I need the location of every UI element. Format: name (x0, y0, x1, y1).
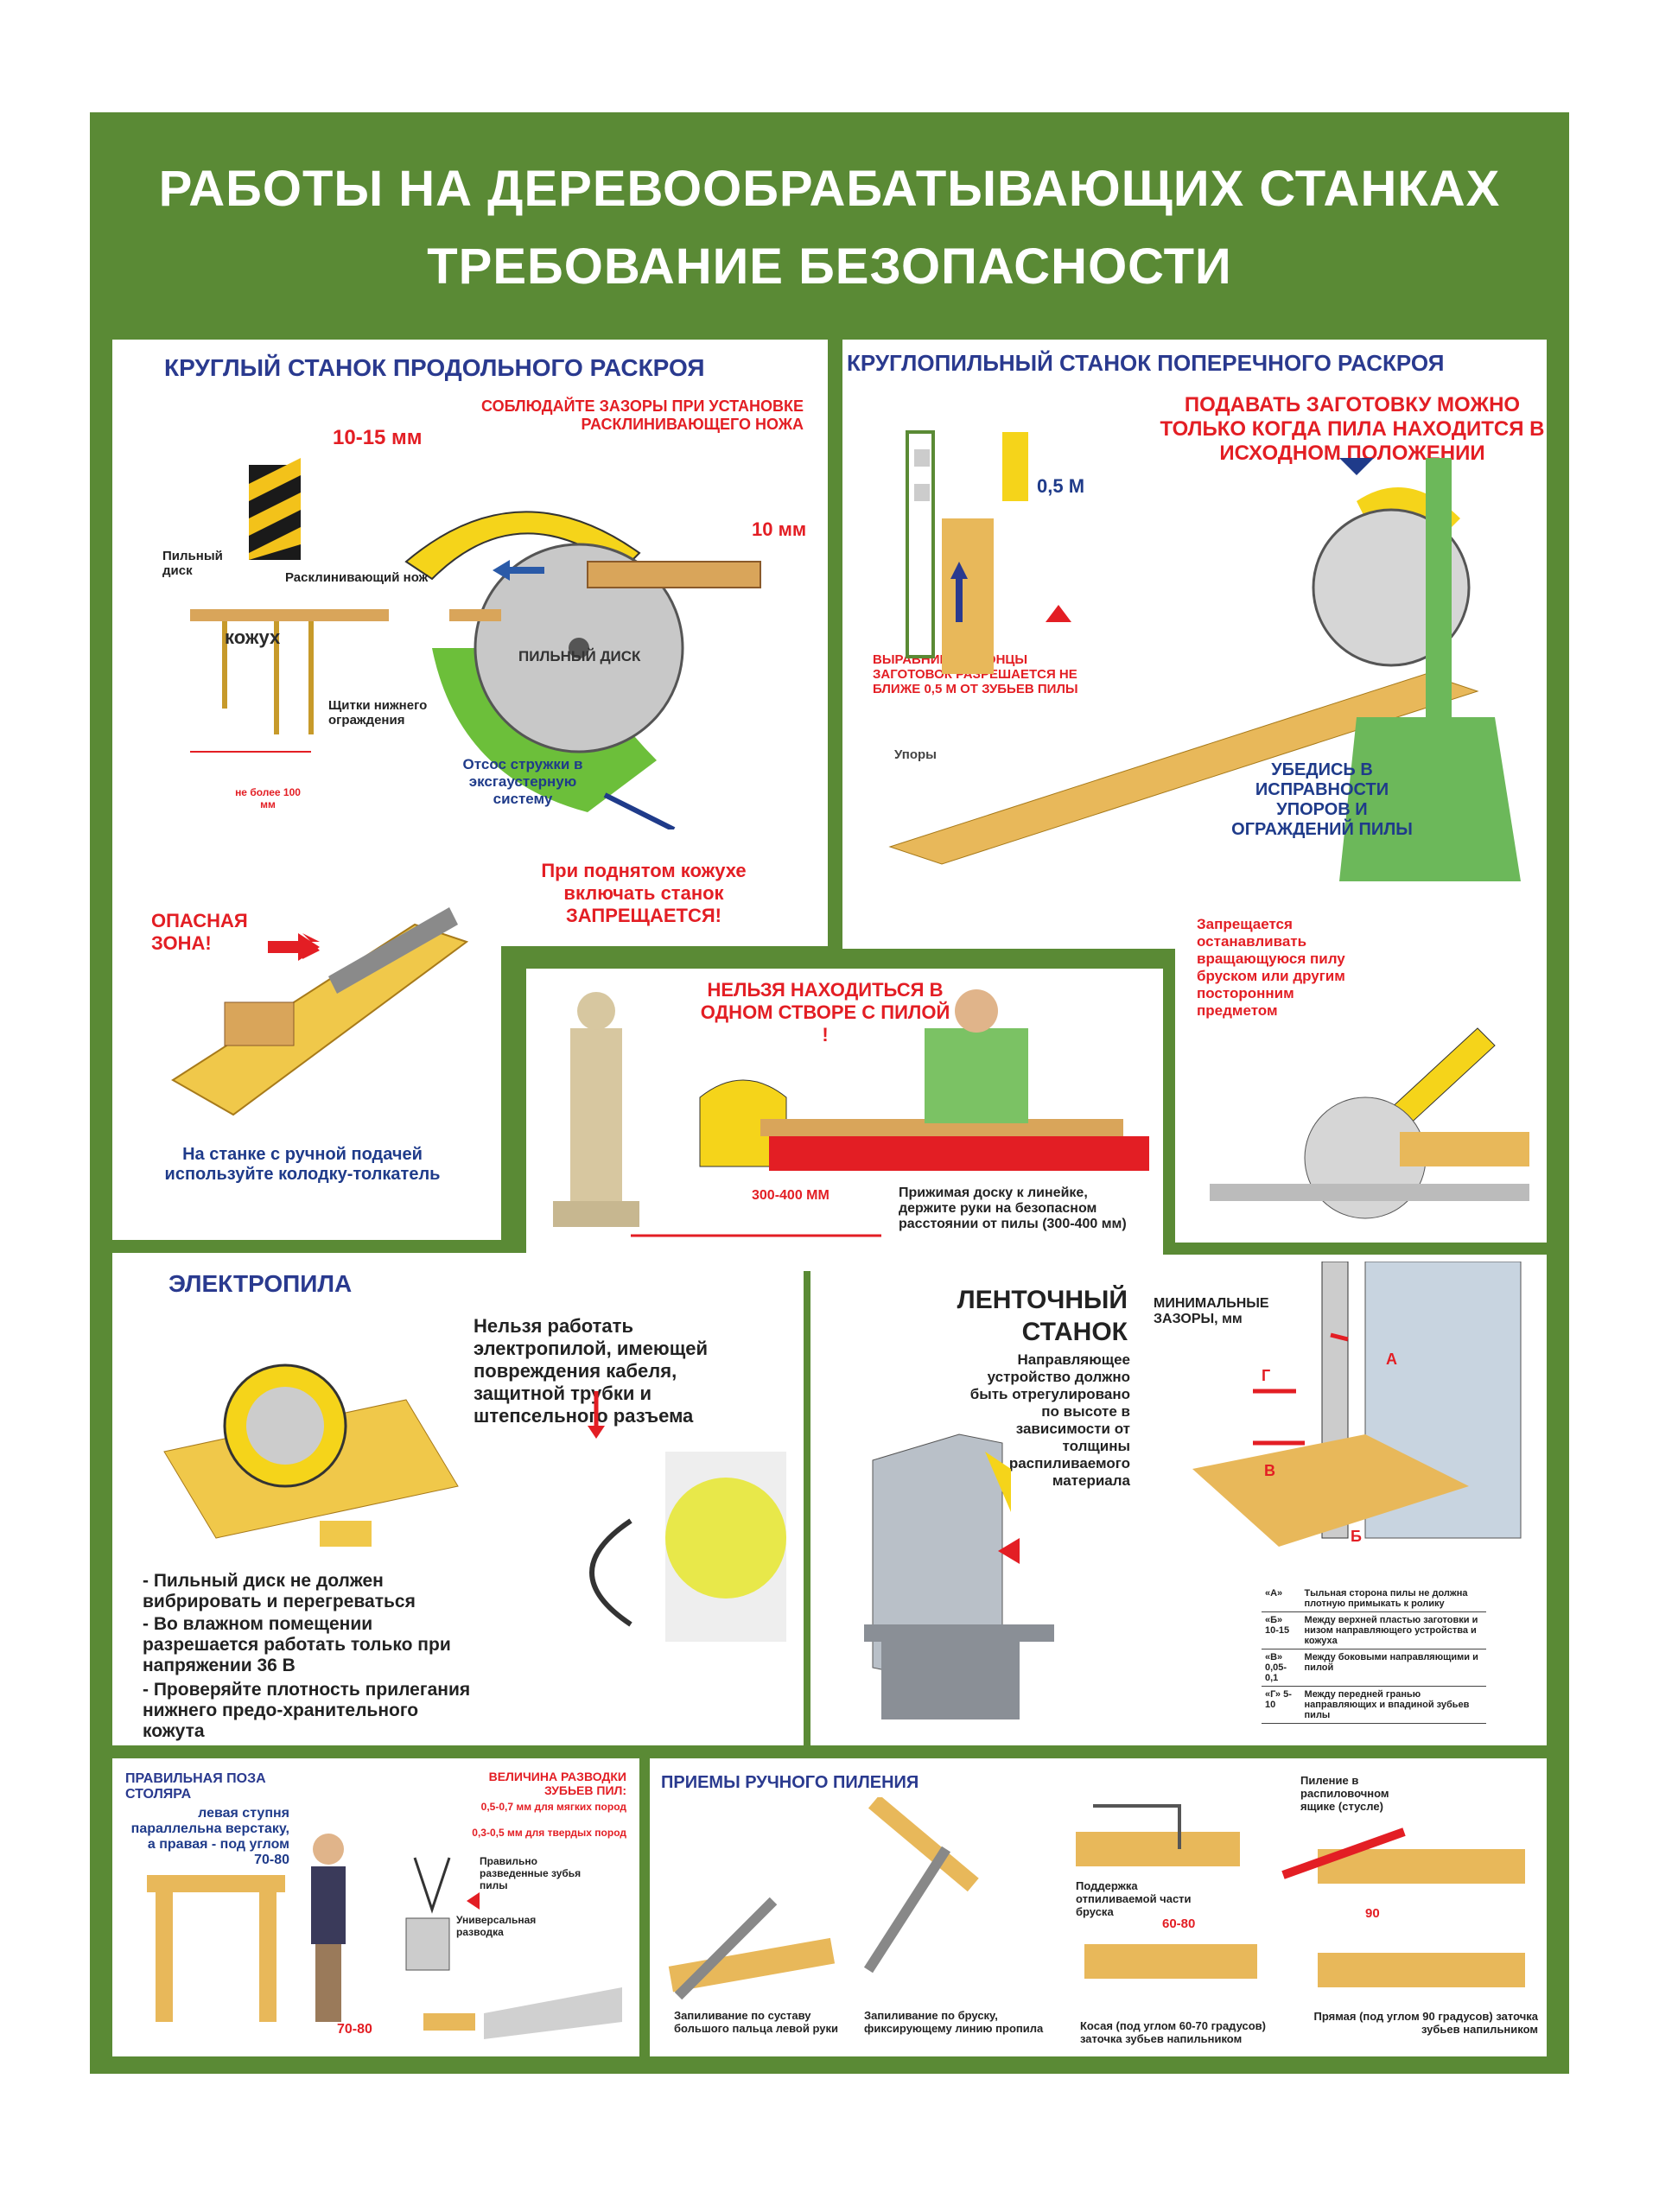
cross-saw-title: КРУГЛОПИЛЬНЫЙ СТАНОК ПОПЕРЕЧНОГО РАСКРОЯ (847, 350, 1445, 376)
pose-desc: левая ступня параллельна верстаку, а пра… (130, 1806, 289, 1867)
setting-hard: 0,3-0,5 мм для твердых пород (472, 1827, 626, 1839)
electric-saw-illustration (163, 1363, 786, 1642)
electric-saw-rule1: - Пильный диск не должен вибрировать и п… (143, 1571, 416, 1611)
legend-key: «В» 0,05-0,1 (1262, 1649, 1301, 1687)
label-exhaust: Отсос стружки в эксгаустерную систему (462, 756, 583, 807)
hand-sawing-illustration (668, 1797, 1525, 2000)
legend-text: Между передней гранью направляющих и впа… (1300, 1686, 1486, 1724)
kozhukh-label: кожух (225, 626, 281, 648)
pusher-note: На станке с ручной подачей используйте к… (164, 1145, 441, 1184)
band-saw-min-gaps: МИНИМАЛЬНЫЕ ЗАЗОРЫ, мм (1154, 1296, 1269, 1326)
cross-saw-feed-note: ПОДАВАТЬ ЗАГОТОВКУ МОЖНО ТОЛЬКО КОГДА ПИ… (1160, 393, 1545, 465)
label-max-100: не более 100 мм (235, 786, 301, 810)
legend-key: «Г» 5-10 (1262, 1686, 1301, 1724)
rip-saw-gap-note: СОБЛЮДАЙТЕ ЗАЗОРЫ ПРИ УСТАНОВКЕ РАСКЛИНИ… (481, 397, 804, 433)
panel-hand-sawing (650, 1758, 1547, 2056)
label-riving-knife: Расклинивающий нож (285, 570, 429, 585)
gap-b: Б (1351, 1528, 1362, 1545)
caption-3-top: Поддержка отпиливаемой части бруска (1076, 1879, 1192, 1918)
cross-saw-illustration (888, 430, 1521, 881)
gap-a: А (1386, 1351, 1397, 1368)
cross-saw-dim: 0,5 М (1037, 475, 1085, 497)
label-stops: Упоры (894, 747, 937, 762)
band-saw-title2: СТАНОК (1021, 1318, 1128, 1346)
caption-4-top: Пиление в распиловочном ящике (стусле) (1300, 1774, 1389, 1813)
legend-row: «А»Тыльная сторона пилы не должна плотну… (1262, 1586, 1486, 1612)
caption-4-angle: 90 (1365, 1906, 1380, 1921)
electric-saw-title: ЭЛЕКТРОПИЛА (168, 1270, 353, 1297)
gap-v: В (1264, 1462, 1275, 1479)
saw-setting-illustration (405, 1857, 622, 2039)
universal-label: Универсальная разводка (456, 1914, 537, 1938)
same-line-warning: НЕЛЬЗЯ НАХОДИТЬСЯ В ОДНОМ СТВОРЕ С ПИЛОЙ… (700, 979, 950, 1046)
caption-4: Прямая (под углом 90 градусов) заточка з… (1313, 2010, 1539, 2036)
same-line-note: Прижимая доску к линейке, держите руки н… (899, 1185, 1127, 1231)
setting-title: ВЕЛИЧИНА РАЗВОДКИ ЗУБЬЕВ ПИЛ: (488, 1770, 626, 1797)
electric-saw-rule3: - Проверяйте плотность прилегания нижнег… (143, 1680, 471, 1741)
pusher-illustration (171, 907, 469, 1116)
danger-zone: ОПАСНАЯ ЗОНА! (151, 910, 248, 954)
rip-saw-title: КРУГЛЫЙ СТАНОК ПРОДОЛЬНОГО РАСКРОЯ (164, 354, 705, 381)
panel-rip-saw (112, 340, 828, 946)
band-saw-note: Направляющее устройство должно быть отре… (969, 1351, 1130, 1489)
same-line-dim: 300-400 ММ (752, 1188, 830, 1203)
same-line-illustration (553, 989, 1149, 1237)
cross-saw-stop-note: Запрещается останавливать вращающуюся пи… (1197, 916, 1345, 1019)
legend-key: «А» (1262, 1586, 1301, 1612)
poster-title-line2: ТРЕБОВАНИЕ БЕЗОПАСНОСТИ (427, 238, 1232, 295)
disc-label: ПИЛЬНЫЙ ДИСК (518, 648, 641, 664)
electric-saw-warning: Нельзя работать электропилой, имеющей по… (474, 1315, 709, 1427)
electric-saw-rule2: - Во влажном помещении разрешается работ… (143, 1614, 451, 1675)
warning-raised-hood: При поднятом кожухе включать станок ЗАПР… (541, 860, 747, 926)
caption-2: Запиливание по бруску, фиксирующему лини… (864, 2009, 1044, 2035)
label-saw-disc: Пильный диск (162, 549, 223, 578)
rip-saw-dim-10-15: 10-15 мм (333, 426, 423, 449)
band-saw-guide-illustration (1192, 1262, 1522, 1547)
caption-1: Запиливание по суставу большого пальца л… (674, 2009, 838, 2035)
legend-text: Между верхней пластью заготовки и низом … (1300, 1611, 1486, 1649)
pose-title: ПРАВИЛЬНАЯ ПОЗА СТОЛЯРА (125, 1771, 266, 1802)
stop-saw-illustration (1210, 1027, 1529, 1219)
legend-text: Тыльная сторона пилы не должна плотную п… (1300, 1586, 1486, 1612)
rip-saw-dim-10: 10 мм (752, 518, 807, 540)
rip-saw-illustration (190, 458, 761, 830)
legend-text: Между боковыми направляющими и пилой (1300, 1649, 1486, 1687)
carpenter-illustration (147, 1834, 346, 2022)
caption-3: Косая (под углом 60-70 градусов) заточка… (1080, 2019, 1266, 2045)
label-lower-shields: Щитки нижнего ограждения (328, 698, 428, 728)
setting-soft: 0,5-0,7 мм для мягких пород (480, 1801, 626, 1813)
band-saw-title1: ЛЕНТОЧНЫЙ (957, 1286, 1128, 1314)
poster-title-line1: РАБОТЫ НА ДЕРЕВООБРАБАТЫВАЮЩИХ СТАНКАХ (158, 161, 1501, 217)
teeth-label: Правильно разведенные зубья пилы (480, 1855, 582, 1891)
hand-sawing-title: ПРИЕМЫ РУЧНОГО ПИЛЕНИЯ (661, 1773, 919, 1792)
legend-key: «Б» 10-15 (1262, 1611, 1301, 1649)
gap-legend-table: «А»Тыльная сторона пилы не должна плотну… (1262, 1586, 1486, 1724)
gap-g: Г (1262, 1367, 1271, 1384)
caption-3-angle: 60-80 (1162, 1916, 1196, 1931)
pose-angle: 70-80 (337, 2022, 372, 2037)
cross-saw-check-note: УБЕДИСЬ В ИСПРАВНОСТИ УПОРОВ И ОГРАЖДЕНИ… (1231, 760, 1413, 839)
band-saw-illustration (864, 1433, 1054, 1719)
